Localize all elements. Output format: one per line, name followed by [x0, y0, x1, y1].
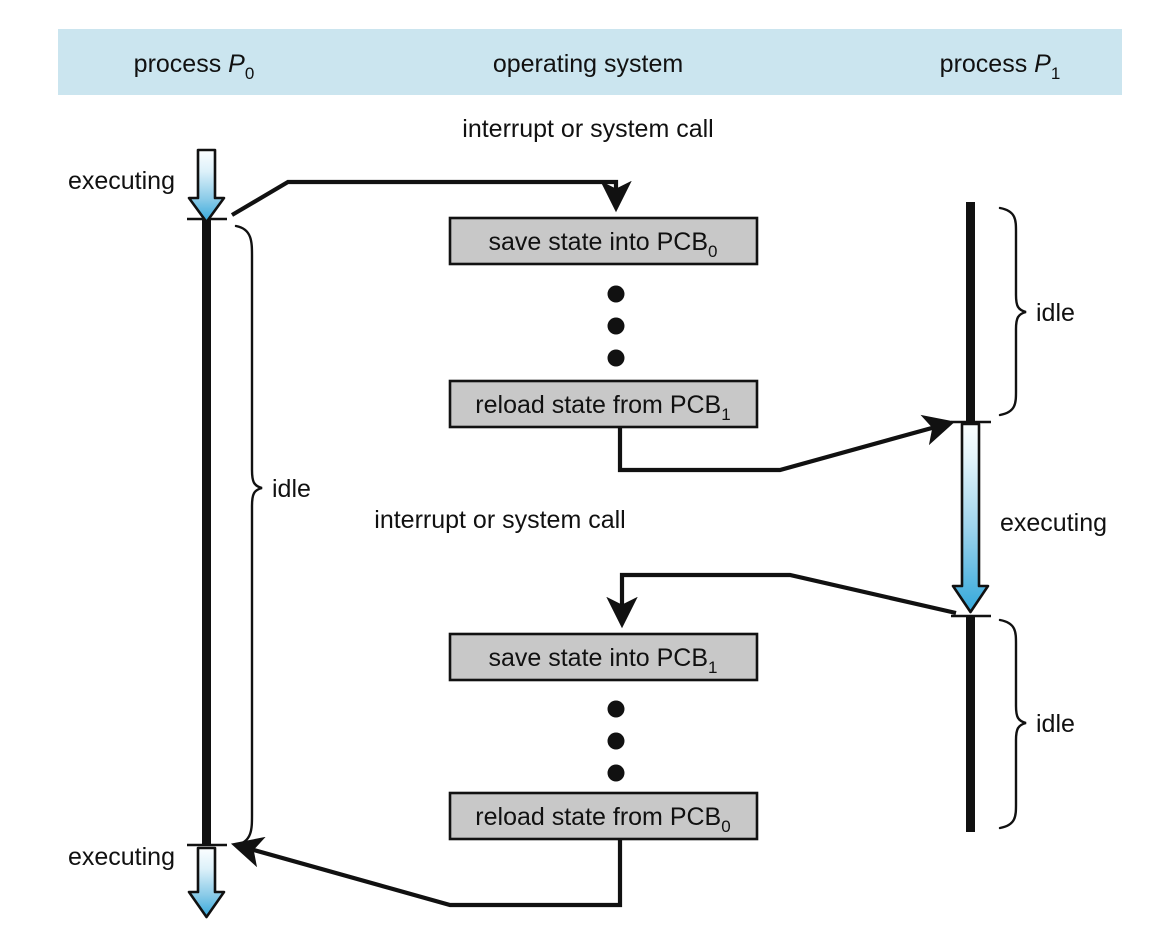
p1-idle-brace-upper — [998, 206, 1027, 417]
label-executing-top-left: executing — [68, 167, 175, 195]
label-interrupt-lower: interrupt or system call — [374, 506, 625, 534]
label-idle-right-upper: idle — [1036, 299, 1075, 327]
p1-idle-brace-lower — [998, 618, 1027, 830]
p1-executing-arrow — [951, 422, 990, 614]
header-label-process-p0: process P0 — [134, 50, 255, 83]
svg-text:reload state from PCB1: reload state from PCB1 — [475, 391, 730, 424]
label-executing-bottom-left: executing — [68, 843, 175, 871]
p1-timeline-bar-lower — [966, 616, 975, 832]
box-save-state-pcb0: save state into PCB0 — [448, 216, 759, 266]
box-reload-state-pcb1: reload state from PCB1 — [448, 379, 759, 429]
header-label-process-p1: process P1 — [940, 50, 1061, 83]
svg-text:reload state from PCB0: reload state from PCB0 — [475, 803, 730, 836]
p0-idle-brace — [234, 224, 263, 847]
p1-timeline-bar-upper — [966, 202, 975, 421]
header-label-operating-system: operating system — [493, 50, 683, 78]
box-save-state-pcb1: save state into PCB1 — [448, 632, 759, 682]
label-executing-right: executing — [1000, 509, 1107, 537]
svg-text:save state into PCB1: save state into PCB1 — [488, 644, 717, 677]
label-idle-right-lower: idle — [1036, 710, 1075, 738]
arrow-p1-to-save-pcb1 — [606, 572, 957, 629]
label-interrupt-upper: interrupt or system call — [462, 115, 713, 143]
arrow-p0-to-save-pcb0 — [230, 179, 632, 217]
arrow-reload-pcb0-to-p0 — [230, 836, 623, 908]
p0-executing-arrow-top — [187, 148, 226, 224]
p0-timeline-bar — [202, 219, 211, 845]
vertical-dots-lower — [607, 700, 625, 782]
arrow-reload-pcb1-to-p1 — [617, 414, 956, 473]
svg-text:save state into PCB0: save state into PCB0 — [488, 228, 717, 261]
vertical-dots-upper — [607, 285, 625, 367]
p0-executing-arrow-bottom — [187, 846, 226, 919]
label-idle-left: idle — [272, 475, 311, 503]
header-band — [58, 29, 1122, 95]
box-reload-state-pcb0: reload state from PCB0 — [448, 791, 759, 841]
